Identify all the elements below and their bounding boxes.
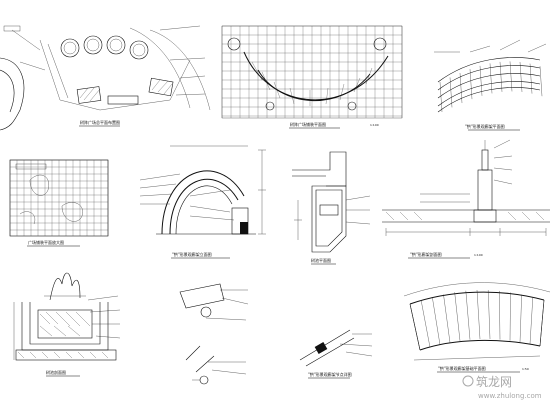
watermark-text: 筑龙网 [476, 374, 512, 389]
caption-tree-pit-plan: 树池平面图 [311, 257, 331, 263]
pergola-foundation-drawing: "拱"形景观廊架基础平面图 1:50 [403, 282, 551, 373]
tree-pit-plan-drawing: 树池平面图 [292, 151, 371, 265]
pergola-detail-drawing: "拱"形景观廊架节点详图 [179, 283, 373, 385]
pergola-section-drawing: "拱"形廊架剖面图 1:100 [382, 139, 550, 259]
scale-note-2: 1:100 [474, 253, 483, 257]
watermark-url: www.zhulong.com [478, 392, 542, 400]
site-plan-drawing: 树阵广场总平面布置图 [0, 25, 211, 131]
caption-paving-plan: 树阵广场铺装平面图 [290, 121, 326, 127]
paving-plan-drawing: 树阵广场铺装平面图 1:100 [221, 25, 403, 129]
caption-pergola-detail: "拱"形景观廊架节点详图 [308, 371, 352, 377]
caption-tree-pit-section: 树池剖面图 [46, 369, 66, 375]
tree-pit-section-drawing: 树池剖面图 [13, 272, 121, 377]
pergola-plan-drawing: "拱"形景观廊架平面图 [434, 39, 547, 131]
caption-site-plan: 树阵广场总平面布置图 [80, 119, 120, 125]
watermark-logo-icon [462, 375, 474, 387]
caption-pergola-section: "拱"形廊架剖面图 [410, 251, 442, 257]
caption-pergola-plan: "拱"形景观廊架平面图 [465, 123, 505, 129]
scale-note-3: 1:50 [522, 367, 529, 371]
caption-pergola-foundation: "拱"形景观廊架基础平面图 [438, 365, 486, 371]
pergola-elevation-drawing: "拱"形景观廊架立面图 [139, 145, 266, 259]
caption-pergola-elevation: "拱"形景观廊架立面图 [172, 251, 212, 257]
paving-enlarged-drawing: 广场铺装平面放大图 [9, 159, 109, 247]
scale-note-1: 1:100 [370, 123, 379, 127]
watermark: 筑龙网 www.zhulong.com [462, 374, 542, 400]
caption-paving-enlarged: 广场铺装平面放大图 [28, 239, 64, 245]
